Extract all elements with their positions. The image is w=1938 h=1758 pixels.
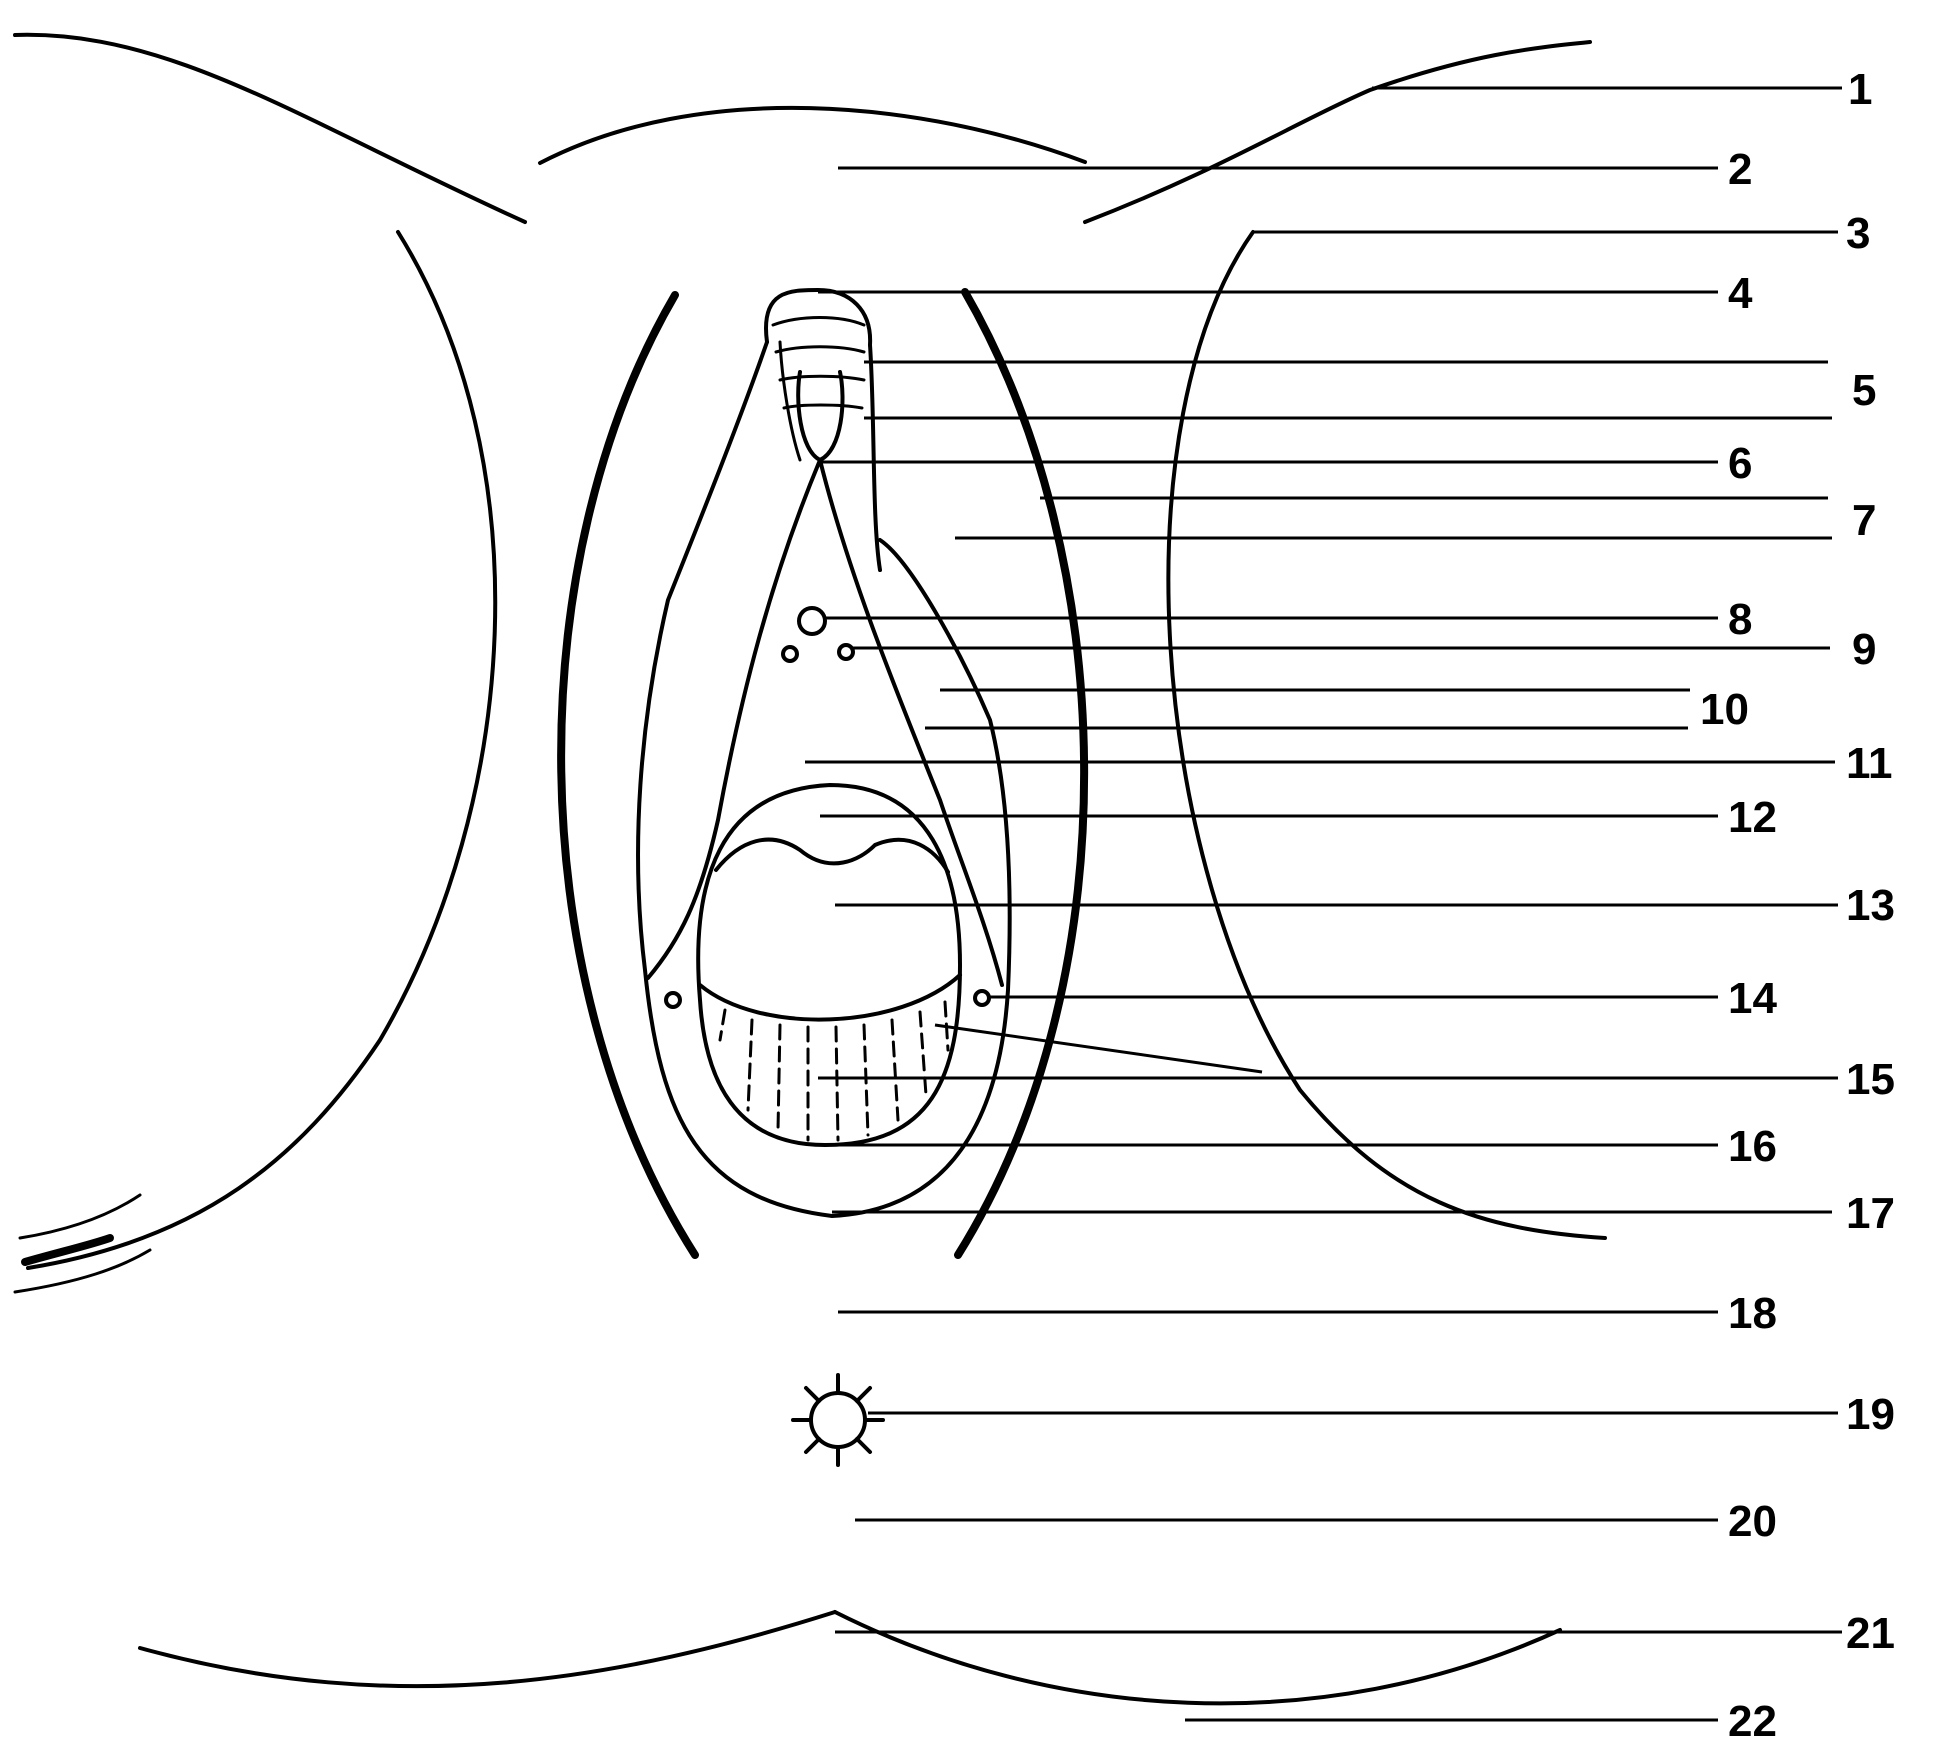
right-thigh-top-contour — [1085, 42, 1590, 222]
label-10: 10 — [1700, 685, 1749, 734]
hymen-upper-edge — [716, 840, 948, 872]
label-9: 9 — [1852, 625, 1876, 674]
clitoris — [766, 290, 880, 570]
left-buttock-contour — [140, 1612, 835, 1686]
left-paraurethral-opening — [783, 647, 797, 661]
right-paraurethral-opening — [839, 645, 853, 659]
left-thigh-top-contour — [15, 35, 525, 222]
mons-contour — [540, 108, 1085, 163]
right-thigh-contour — [1168, 232, 1605, 1238]
label-15: 15 — [1846, 1055, 1895, 1104]
prepuce-fold-1 — [773, 318, 864, 326]
leader-15a — [935, 1025, 1262, 1072]
label-19: 19 — [1846, 1390, 1895, 1439]
vaginal-introitus — [698, 785, 960, 1145]
label-17: 17 — [1846, 1189, 1895, 1238]
label-12: 12 — [1728, 793, 1777, 842]
body-outline — [15, 35, 1605, 1704]
label-7: 7 — [1852, 496, 1876, 545]
prepuce-fold-2 — [776, 347, 864, 352]
label-3: 3 — [1846, 209, 1870, 258]
label-2: 2 — [1728, 145, 1752, 194]
label-16: 16 — [1728, 1122, 1777, 1171]
right-bartholin-opening — [975, 991, 989, 1005]
right-labium-majus — [958, 292, 1084, 1255]
vaginal-opening-outline — [698, 785, 960, 1145]
label-5: 5 — [1852, 366, 1876, 415]
label-6: 6 — [1728, 439, 1752, 488]
prepuce-fold-3 — [780, 376, 864, 380]
label-8: 8 — [1728, 595, 1752, 644]
label-1: 1 — [1848, 65, 1872, 114]
label-11: 11 — [1846, 739, 1893, 788]
labia-minora — [638, 342, 1010, 1216]
label-14: 14 — [1728, 974, 1777, 1023]
left-thigh-contour — [28, 232, 495, 1268]
glans-clitoridis — [798, 372, 842, 460]
clitoral-hood — [766, 290, 880, 570]
label-22: 22 — [1728, 1697, 1777, 1746]
label-21: 21 — [1846, 1609, 1895, 1658]
label-20: 20 — [1728, 1497, 1777, 1546]
left-bartholin-opening — [666, 993, 680, 1007]
label-18: 18 — [1728, 1289, 1777, 1338]
leader-lines — [805, 88, 1842, 1720]
right-buttock-contour — [835, 1612, 1560, 1703]
label-4: 4 — [1728, 269, 1753, 318]
label-13: 13 — [1846, 881, 1895, 930]
left-thigh-shadow-1 — [20, 1195, 140, 1238]
anus — [793, 1375, 883, 1465]
prepuce-fold-4 — [784, 405, 862, 408]
urethral-opening — [799, 608, 825, 634]
vestibule-left-edge — [648, 460, 820, 978]
